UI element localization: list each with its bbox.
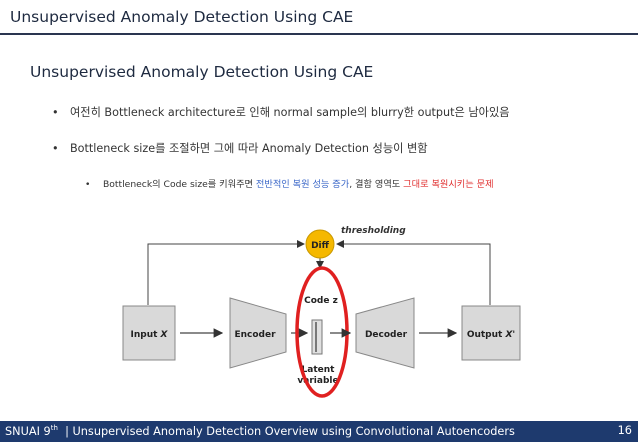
sub-bullet-highlight-red: 그대로 복원시키는 문제	[403, 179, 494, 190]
footer-text: SNUAI 9th | Unsupervised Anomaly Detecti…	[5, 424, 515, 438]
input-label: Input X	[131, 330, 169, 340]
footer-bar: SNUAI 9th | Unsupervised Anomaly Detecti…	[0, 421, 638, 442]
encoder-label: Encoder	[234, 330, 276, 340]
slide-title: Unsupervised Anomaly Detection Using CAE	[30, 63, 374, 81]
bullet-dot: •	[52, 106, 59, 119]
bullet-2: • Bottleneck size를 조절하면 그에 따라 Anomaly Det…	[52, 140, 428, 156]
output-to-diff-line	[336, 240, 491, 305]
latent-label: Latent	[302, 365, 336, 375]
output-box	[461, 305, 521, 361]
code-z-bar	[311, 319, 323, 355]
page-number: 16	[617, 424, 632, 437]
diff-label: Diff	[311, 241, 330, 251]
diff-node	[305, 229, 335, 259]
header-title: Unsupervised Anomaly Detection Using CAE	[10, 8, 354, 26]
encoder-block	[229, 297, 287, 369]
output-label: Output X'	[467, 330, 515, 340]
bullet-1-text: 여전히 Bottleneck architecture로 인해 normal s…	[70, 106, 510, 119]
bullet-dot: •	[52, 142, 59, 155]
bullet-1: • 여전히 Bottleneck architecture로 인해 normal …	[52, 104, 510, 120]
variable-label: variable	[297, 376, 338, 386]
input-box	[122, 305, 176, 361]
bullet-2-text: Bottleneck size를 조절하면 그에 따라 Anomaly Dete…	[70, 142, 428, 155]
thresholding-label: thresholding	[341, 226, 406, 236]
input-to-diff-line	[147, 240, 305, 305]
sub-bullet-dot: •	[85, 179, 91, 190]
sub-bullet-highlight-blue: 전반적인 복원 성능 증가	[255, 179, 350, 190]
decoder-label: Decoder	[365, 330, 408, 340]
sub-bullet-text-1: Bottleneck의 Code size를 키워주면	[103, 179, 256, 190]
sub-bullet: • Bottleneck의 Code size를 키워주면 전반적인 복원 성능 …	[85, 176, 494, 190]
code-z-label: Code z	[304, 296, 338, 306]
decoder-block	[355, 297, 415, 369]
header-divider	[0, 33, 638, 35]
sub-bullet-text-2: , 결함 영역도	[349, 179, 404, 190]
